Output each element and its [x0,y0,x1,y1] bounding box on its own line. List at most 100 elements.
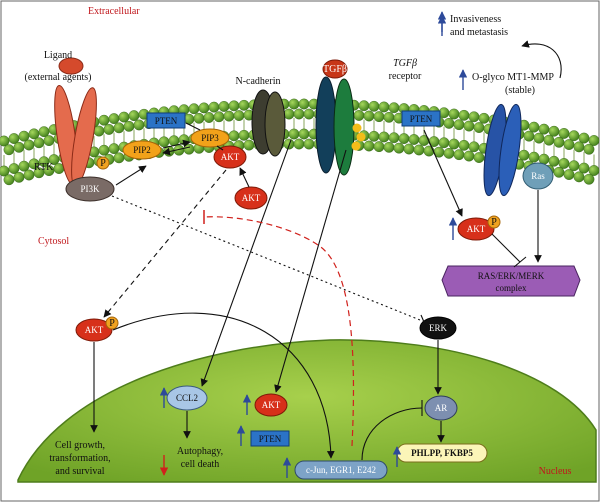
membrane-bead [588,135,600,146]
membrane-bead [108,143,120,155]
membrane-bead [213,111,225,123]
membrane-bead [288,128,300,140]
membrane-bead [98,114,110,126]
membrane-bead [548,155,560,167]
membrane-bead [573,171,585,183]
membrane-bead [103,124,115,135]
membrane-bead [128,110,140,122]
membrane-bead [383,111,395,123]
membrane-bead [583,143,595,155]
membrane-bead [368,130,380,142]
membrane-bead [283,108,295,120]
ar-node [424,395,458,421]
membrane-bead [38,126,50,138]
membrane-bead [13,171,25,183]
akt-p-right-phospho-label: P [491,217,497,228]
akt-p-left-label: AKT [85,325,104,335]
membrane-bead [538,123,550,135]
akt-nucleus-label: AKT [262,400,281,410]
membrane-bead [448,108,460,120]
membrane-bead [553,166,565,178]
membrane-bead [518,149,530,161]
invasiveness-label-2: and metastasis [450,27,508,38]
membrane-bead [548,125,560,137]
membrane-bead [388,102,400,114]
phlpp-label: PHLPP, FKBP5 [411,448,473,458]
akt-p-left-phospho [105,316,119,330]
membrane-bead [228,130,240,142]
membrane-bead [28,128,40,140]
region-cytosol: Cytosol [38,236,69,247]
akt-membrane-node [213,145,247,169]
membrane-bead [158,136,170,148]
membrane-bead [443,117,455,129]
ras-node [522,162,554,190]
membrane-bead [443,147,455,159]
membrane-bead [98,144,110,156]
ar-label: AR [435,403,448,413]
pten-left-box [146,112,186,129]
pip3-node [190,128,230,148]
membrane-bead [113,122,125,134]
membrane-bead [413,144,425,156]
red-inhibitory-path [203,216,355,447]
membrane-bead [438,137,450,149]
pten-right-label: PTEN [410,114,433,124]
membrane-bead [373,141,385,153]
rtk-label: RTK [34,162,54,173]
membrane-bead [403,143,415,155]
membrane-bead [218,101,230,112]
complex-label-1: RAS/ERK/MERK [478,271,545,281]
rtk-phospho [96,156,110,170]
membrane-bead [398,133,410,144]
membrane-bead [473,122,485,133]
cjun-label: c-Jun, EGR1, E242 [306,465,376,475]
ligand-shape [58,57,84,75]
cell-growth-label-3: and survival [55,466,104,477]
membrane-bead [93,125,105,137]
n-cadherin [251,89,286,157]
pip2-node [122,140,162,160]
membrane-bead [523,130,535,142]
membrane-bead [453,149,465,161]
membrane-bead [33,137,45,149]
membrane-bead [453,119,465,131]
membrane-bead [3,144,15,156]
akt-p-right-phospho [487,215,501,229]
membrane-bead [408,134,420,145]
akt-p-right-label: AKT [467,224,486,234]
membrane-bead [463,150,475,162]
membrane-bead [458,139,470,151]
membrane-bead [393,142,405,154]
membrane-bead [223,110,235,122]
akt-cytosol-node [234,186,268,210]
pip2-label: PIP2 [133,145,151,155]
ccl2-label: CCL2 [176,393,198,403]
pi3k-node [65,176,115,202]
membrane-bead [558,158,570,169]
membrane-bead [363,110,375,122]
membrane-bead [378,101,390,113]
membrane-bead [303,138,315,150]
membrane-bead [588,165,600,176]
external-agents-label: (external agents) [25,72,92,83]
membrane-bead [298,98,310,110]
ras-label: Ras [531,171,545,181]
akt-cytosol-label: AKT [242,193,261,203]
mt1-mmp-label-1: O-glyco MT1-MMP [472,72,554,83]
membrane-bead [188,103,200,115]
autophagy-label-1: Autophagy, [177,446,223,457]
membrane-bead [423,145,435,157]
membrane-bead [363,140,375,152]
ccl2-node [166,385,208,411]
membrane-bead [528,151,540,163]
ras-erk-merk-complex [441,265,581,297]
membrane-bead [473,152,485,163]
cell-growth-label-2: transformation, [49,453,110,464]
membrane-bead [123,120,135,132]
n-cadherin-label: N-cadherin [236,76,281,87]
membrane-bead [368,100,380,112]
ligand-label: Ligand [44,50,72,61]
membrane-bead [303,108,315,120]
